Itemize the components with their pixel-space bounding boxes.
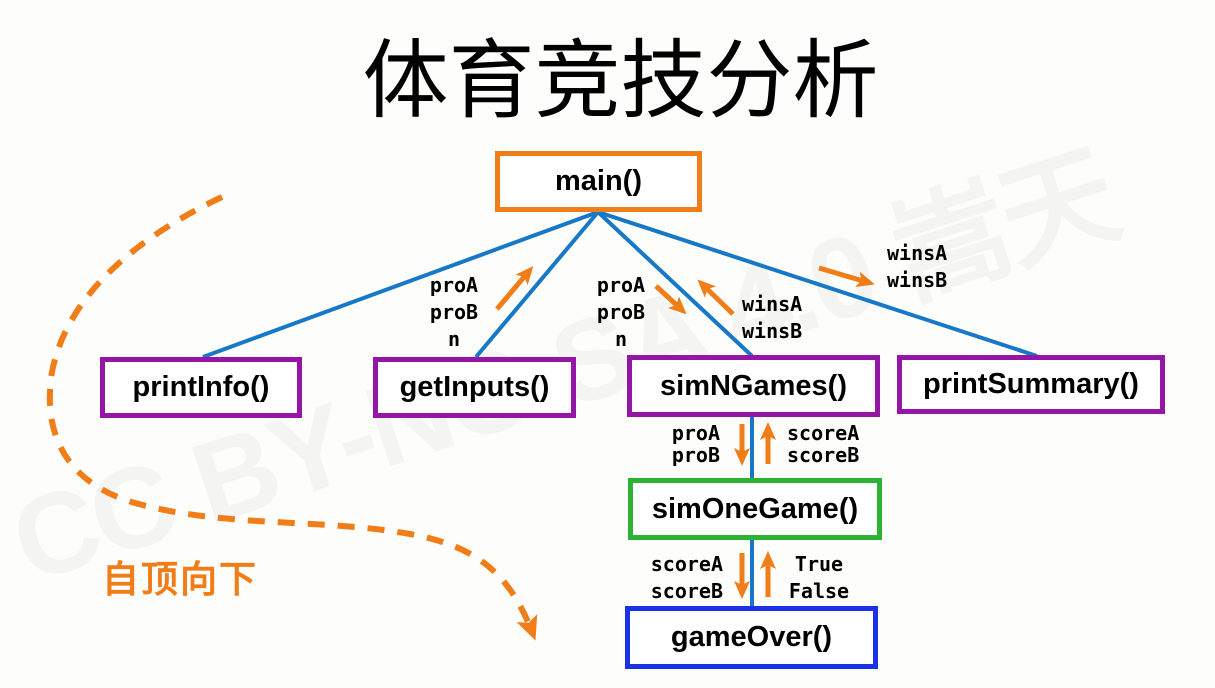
node-simngames-label: simNGames() [660, 369, 847, 402]
label-simonegame-args: proA proB [671, 421, 720, 467]
label-simonegame-return: scoreA scoreB [787, 421, 860, 467]
node-printinfo-label: printInfo() [132, 371, 270, 403]
label-simngames-args: proA proB n [596, 273, 646, 351]
node-printsummary-label: printSummary() [923, 368, 1139, 400]
node-printinfo: printInfo() [100, 357, 302, 418]
label-simngames-return: winsA winsB [742, 292, 803, 343]
label-printsummary-args: winsA winsB [887, 241, 948, 292]
page-title: 体育竞技分析 [362, 33, 879, 129]
label-getinputs-return: proA proB n [429, 273, 479, 351]
top-down-dashed-arrow-icon [46, 194, 538, 641]
node-gameover-label: gameOver() [670, 621, 833, 653]
node-simngames: simNGames() [627, 355, 880, 417]
node-getinputs: getInputs() [373, 357, 576, 418]
edge-main-simngames [596, 210, 754, 358]
edge-main-printsummary [597, 210, 1038, 358]
node-main-label: main() [555, 165, 642, 197]
node-main: main() [495, 151, 702, 212]
arrow-printsummary-args-icon [818, 265, 875, 288]
node-gameover: gameOver() [625, 606, 878, 669]
arrow-simngames-args-icon [654, 284, 687, 315]
node-getinputs-label: getInputs() [399, 371, 550, 403]
edge-main-getinputs [474, 210, 600, 359]
node-printsummary: printSummary() [897, 355, 1165, 414]
node-simonegame: simOneGame() [628, 478, 882, 540]
arrow-simngames-return-icon [697, 279, 735, 316]
label-gameover-args: scoreA scoreB [650, 552, 723, 603]
top-down-annotation: 自顶向下 [102, 559, 258, 600]
node-simonegame-label: simOneGame() [651, 492, 859, 525]
label-gameover-return: True False [788, 552, 850, 603]
edge-main-printinfo [202, 210, 599, 359]
arrow-getinputs-return-icon [495, 266, 534, 311]
